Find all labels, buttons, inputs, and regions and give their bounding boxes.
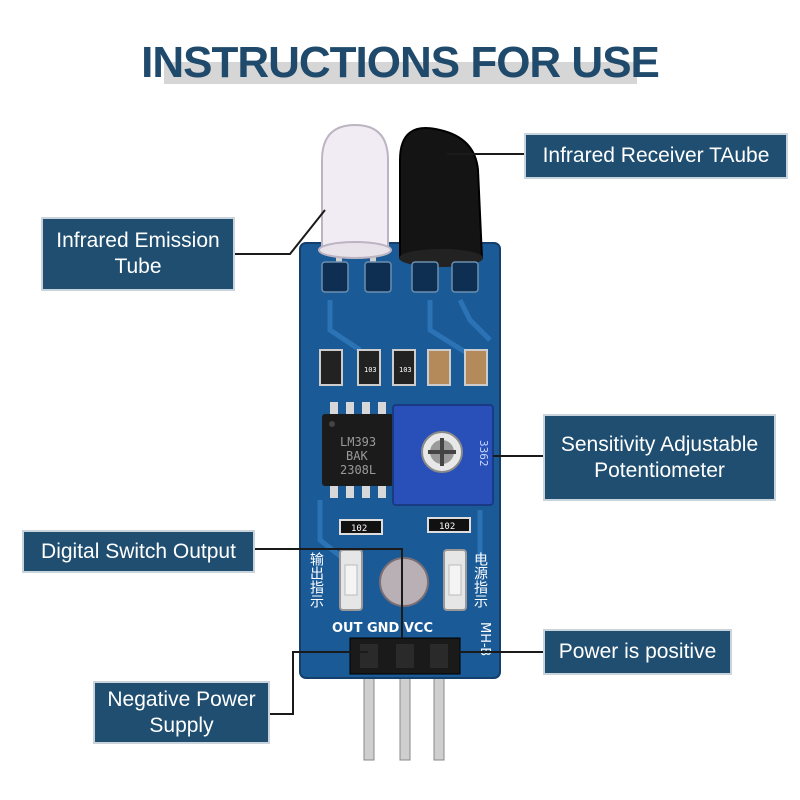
- callout-sensitivity-potentiometer: Sensitivity Adjustable Potentiometer: [543, 414, 776, 501]
- lm393-comparator-chip: LM393 BAK 2308L: [322, 402, 394, 498]
- resistor-code-2: 103: [399, 366, 412, 374]
- callout-infrared-emission: Infrared Emission Tube: [41, 217, 235, 291]
- resistor-code-1: 103: [364, 366, 377, 374]
- output-indicator-label: 输出指示: [308, 552, 324, 608]
- resistor-102-right: 102: [439, 522, 455, 532]
- smd-resistor-row: [319, 349, 488, 386]
- resistors-102: 102 102: [339, 517, 471, 535]
- indicator-leds: [339, 549, 467, 611]
- title-underline-bar: [164, 62, 637, 84]
- callout-power-positive: Power is positive: [543, 629, 732, 675]
- potentiometer-code: 3362: [477, 440, 490, 467]
- led-pads: [321, 261, 479, 293]
- power-indicator-label: 电源指示: [472, 552, 488, 608]
- callout-leader-lines: [235, 153, 543, 715]
- pcb-traces: [317, 298, 492, 562]
- callout-digital-switch-output: Digital Switch Output: [22, 530, 255, 573]
- sensitivity-potentiometer: 3362: [392, 404, 494, 506]
- chip-line-1: LM393: [340, 435, 376, 449]
- model-label: MH-B: [477, 622, 492, 656]
- smd-resistor-codes: 103 103: [364, 366, 412, 374]
- pin-labels: OUT GND VCC: [332, 621, 433, 636]
- mounting-hole: [379, 557, 429, 607]
- chip-line-2: BAK: [346, 449, 368, 463]
- resistor-102-left: 102: [351, 524, 367, 534]
- callout-negative-power-supply: Negative Power Supply: [93, 681, 270, 744]
- chip-line-3: 2308L: [340, 463, 376, 477]
- callout-infrared-receiver: Infrared Receiver TAube: [524, 133, 788, 179]
- pin-header: [349, 637, 461, 675]
- page-title: INSTRUCTIONS FOR USE: [141, 38, 660, 87]
